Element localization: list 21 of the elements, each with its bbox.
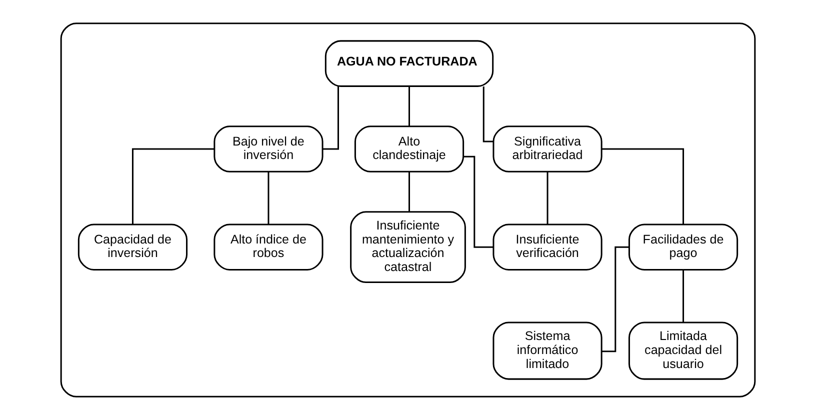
connector — [408, 172, 410, 212]
connector — [546, 172, 548, 224]
connector — [602, 148, 684, 224]
node-box: Facilidades de pago — [628, 224, 738, 270]
connector — [464, 156, 494, 248]
node-box: Alto clandestinaje — [354, 126, 464, 172]
connector — [408, 86, 410, 126]
node-box: Insuficiente mantenimiento y actualización catastral — [350, 211, 466, 284]
connector — [132, 148, 214, 224]
node-box: Insuficiente verificación — [492, 224, 602, 270]
connector — [482, 86, 494, 142]
cluster — [60, 22, 756, 398]
node-box: AGUA NO FACTURADA — [324, 40, 494, 87]
node-box: Capacidad de inversión — [78, 224, 188, 270]
connector — [682, 270, 684, 322]
connector — [268, 172, 270, 224]
node-box: Limitada capacidad del usuario — [628, 322, 738, 380]
node-box: Alto índice de robos — [214, 224, 324, 270]
node-box: Bajo nivel de inversión — [214, 126, 324, 172]
node-box: Significativa arbitrariedad — [492, 126, 602, 172]
node-box: Sistema informático limitado — [492, 322, 602, 380]
